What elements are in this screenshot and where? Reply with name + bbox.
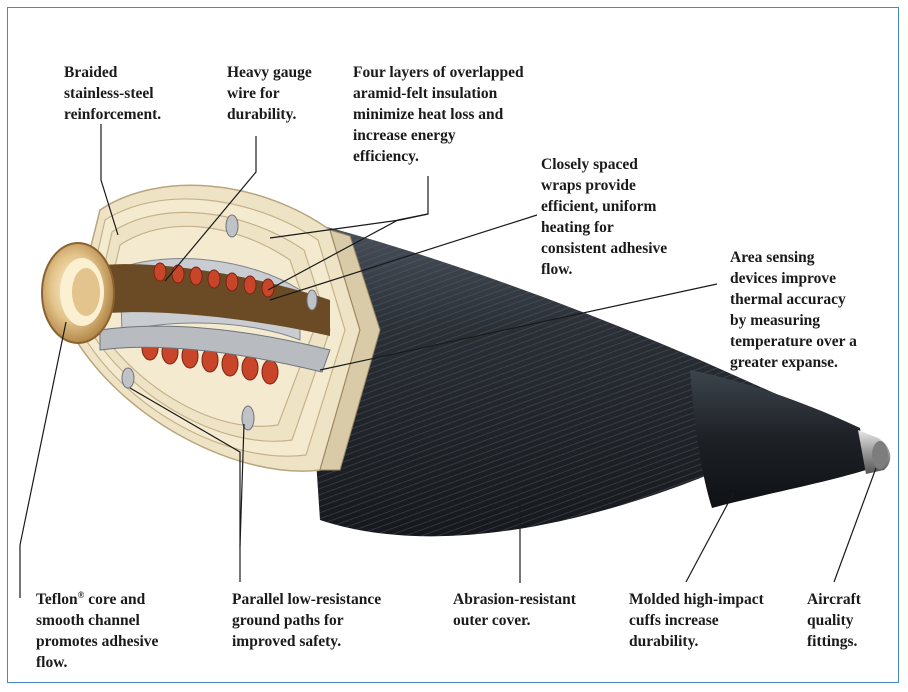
label-teflon-core: Teflon® core and smooth channel promotes…	[36, 589, 158, 673]
label-four-layers-insulation: Four layers of overlapped aramid-felt in…	[353, 62, 524, 167]
label-heavy-gauge-wire: Heavy gauge wire for durability.	[227, 62, 312, 125]
teflon-core	[42, 243, 114, 343]
label-area-sensing-devices: Area sensing devices improve thermal acc…	[730, 247, 857, 373]
label-braided-reinforcement: Braided stainless-steel reinforcement.	[64, 62, 161, 125]
label-parallel-ground-paths: Parallel low-resistance ground paths for…	[232, 589, 381, 652]
label-aircraft-fittings: Aircraft quality fittings.	[807, 589, 861, 652]
label-molded-cuffs: Molded high-impact cuffs increase durabi…	[629, 589, 764, 652]
label-abrasion-resistant-cover: Abrasion-resistant outer cover.	[453, 589, 576, 631]
label-closely-spaced-wraps: Closely spaced wraps provide efficient, …	[541, 154, 667, 280]
molded-cuff-shape	[690, 370, 866, 508]
